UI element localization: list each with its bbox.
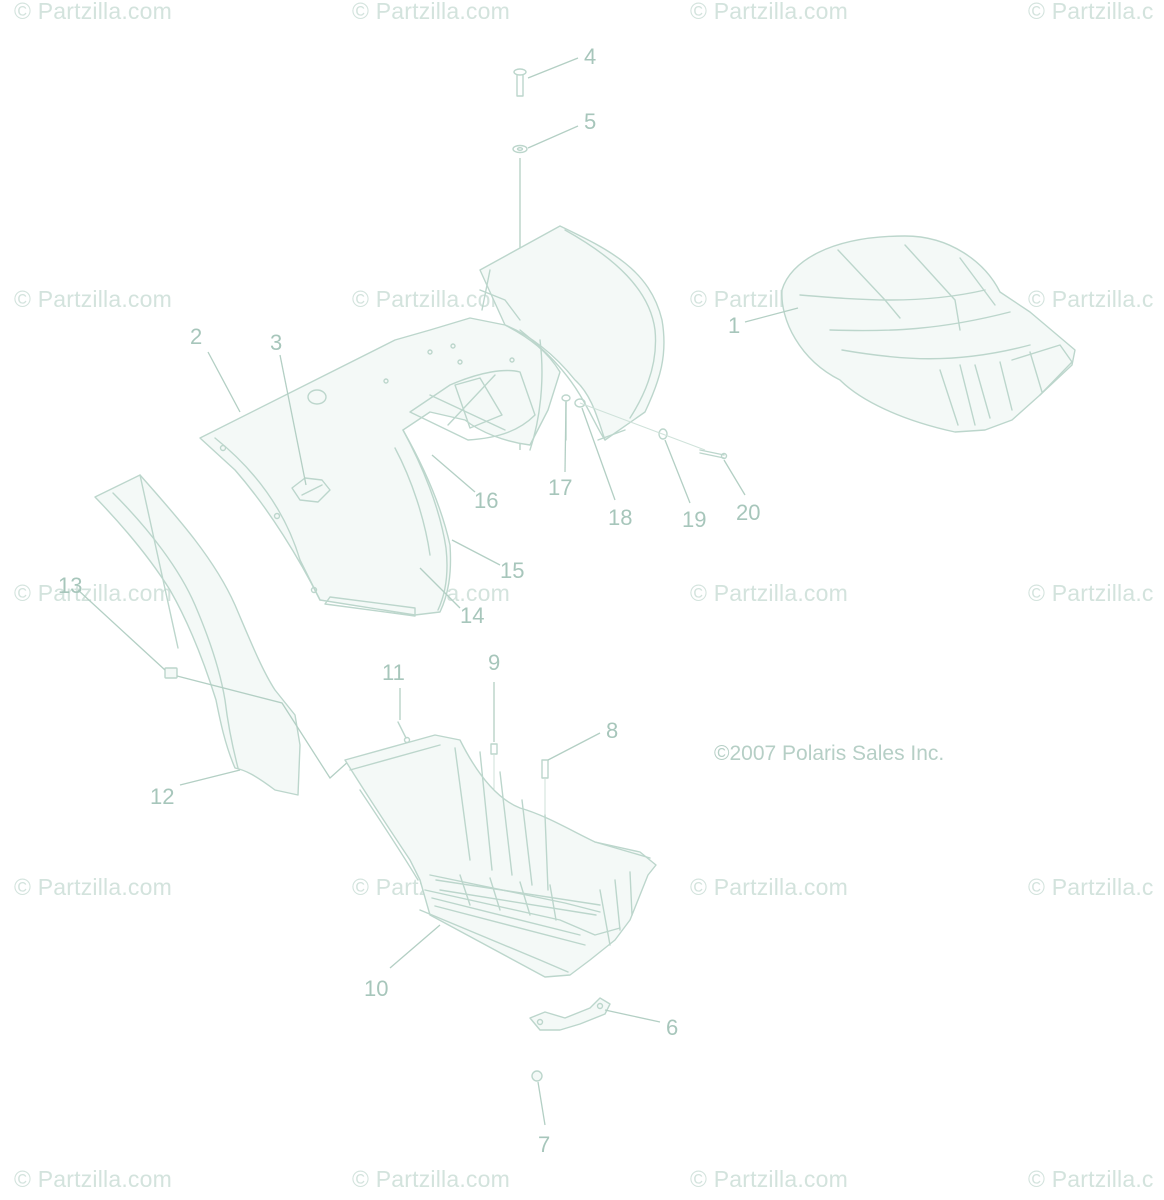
part-11-screw	[397, 721, 411, 744]
part-19-washer	[658, 428, 668, 440]
watermark: © Partzilla.com	[14, 0, 172, 24]
leader-line-1	[744, 307, 799, 323]
watermark: © Partzilla.com	[14, 1166, 172, 1192]
part-13-clip	[164, 667, 178, 679]
callout-20: 20	[736, 500, 761, 525]
leader-line-5	[527, 125, 579, 149]
callout-19: 19	[682, 507, 707, 532]
watermark: © Partzilla.com	[690, 874, 848, 900]
watermark: © Partzilla.com	[14, 874, 172, 900]
part-12-side-panel	[94, 474, 301, 796]
part-1-seat	[781, 235, 1076, 433]
leader-line-8	[547, 732, 601, 761]
leader-line-15	[451, 539, 501, 566]
part-16-rear-fender	[479, 225, 665, 441]
watermark: © Partzilla.com	[14, 580, 172, 606]
callout-8: 8	[606, 718, 619, 743]
leader-line-6	[604, 1009, 661, 1023]
callout-12: 12	[150, 784, 175, 809]
watermark: © Partzilla.c	[1028, 580, 1154, 606]
leader-line-17	[564, 401, 567, 473]
callout-1: 1	[728, 313, 741, 338]
leader-line-13	[77, 589, 166, 671]
callout-7: 7	[538, 1132, 551, 1157]
leader-line-4	[527, 57, 579, 79]
leader-line-2	[207, 351, 241, 413]
leader-line-10	[389, 924, 441, 969]
part-20-bolt	[699, 449, 728, 460]
watermark: © Partzilla.com	[352, 1166, 510, 1192]
copyright-notice: ©2007 Polaris Sales Inc.	[714, 742, 945, 765]
callout-6: 6	[666, 1015, 679, 1040]
callout-14: 14	[460, 603, 485, 628]
callout-2: 2	[190, 324, 203, 349]
leader-line-3	[279, 354, 307, 486]
part-7-nut	[531, 1070, 543, 1082]
callout-11: 11	[382, 660, 405, 685]
callout-13: 13	[58, 573, 83, 598]
fastener-axis-line	[579, 402, 706, 451]
watermark: © Partzilla.com	[690, 1166, 848, 1192]
watermark: © Partzilla.com	[690, 580, 848, 606]
watermark: © Partzilla.com	[690, 0, 848, 24]
part-18-washer	[574, 398, 586, 408]
callout-3: 3	[270, 330, 283, 355]
leader-line-7	[537, 1081, 546, 1126]
part-5-washer	[512, 144, 528, 154]
part-6-bracket	[529, 997, 611, 1031]
leader-line-18	[581, 407, 616, 501]
watermark: © Partzilla.c	[1028, 874, 1154, 900]
leader-line-16	[431, 454, 476, 493]
leader-line-20	[723, 459, 746, 496]
callout-18: 18	[608, 505, 633, 530]
callout-17: 17	[548, 475, 573, 500]
watermark: © Partzilla.c	[1028, 0, 1154, 24]
leader-line-19	[664, 439, 691, 504]
watermark: © Partzilla.com	[352, 0, 510, 24]
watermark: © Partzilla.c	[1028, 1166, 1154, 1192]
callout-10: 10	[364, 976, 389, 1001]
callout-16: 16	[474, 488, 499, 513]
watermark: © Partzilla.com	[14, 286, 172, 312]
watermark: © Partzilla.c	[1028, 286, 1154, 312]
part-13-leader-line	[176, 675, 351, 779]
part-10-footwell	[344, 734, 657, 978]
callout-15: 15	[500, 558, 525, 583]
callout-4: 4	[584, 44, 597, 69]
leader-line-14	[419, 567, 461, 609]
leader-line-12	[179, 769, 241, 786]
callout-9: 9	[488, 650, 501, 675]
callout-5: 5	[584, 109, 597, 134]
part-4-bolt	[513, 68, 527, 97]
